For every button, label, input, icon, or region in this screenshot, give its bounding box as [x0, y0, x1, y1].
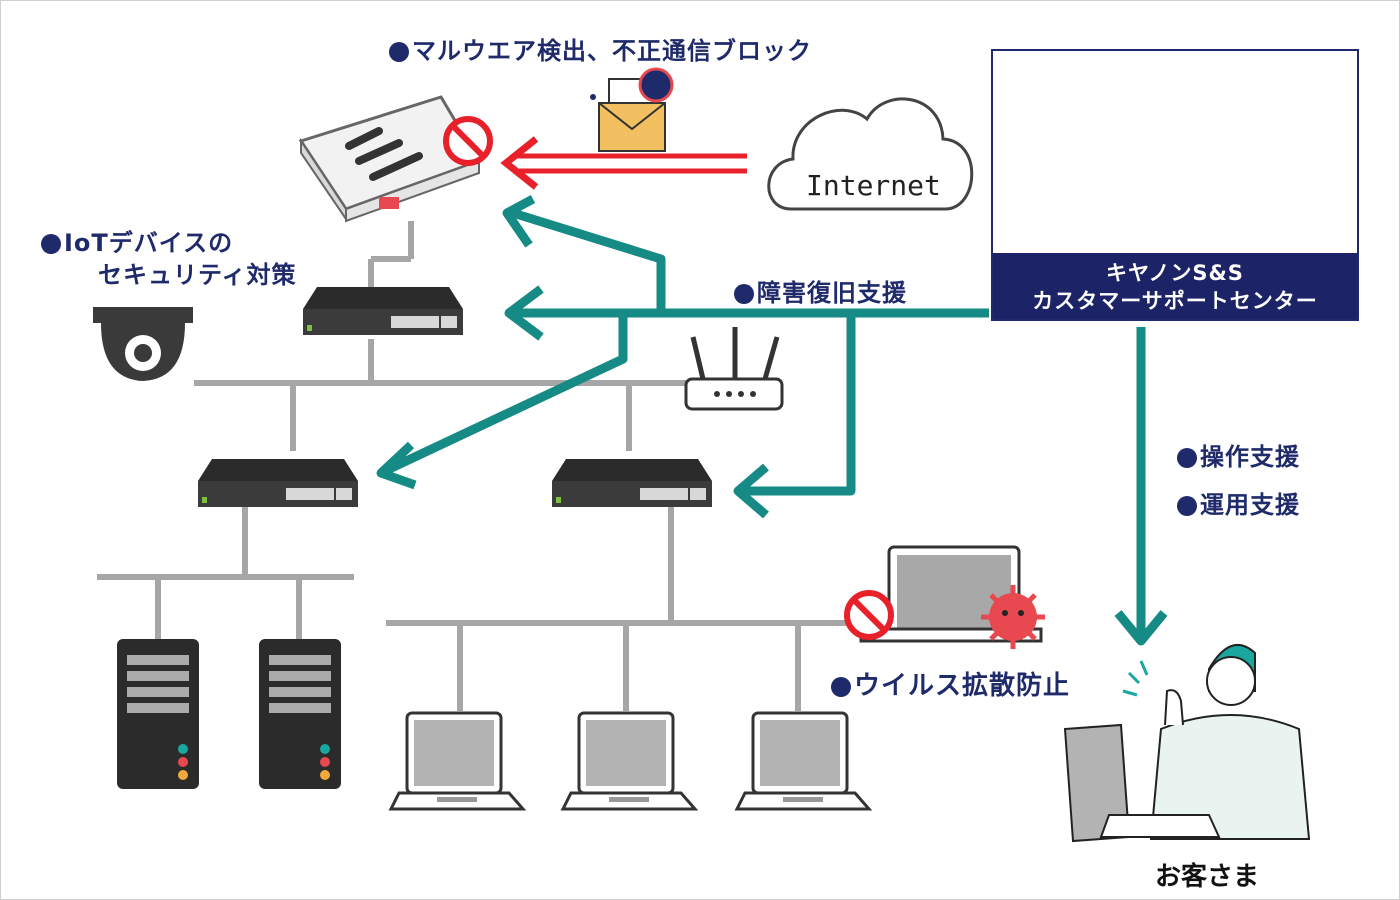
laptop-icon — [389, 711, 525, 811]
bullet-icon — [1177, 496, 1197, 516]
virus-icon — [981, 585, 1045, 649]
switch-icon — [552, 459, 712, 507]
router-icon — [684, 327, 784, 411]
iot-security-label: IoTデバイスの セキュリティ対策 — [41, 227, 297, 291]
laptop-icon — [735, 711, 871, 811]
malware-block-label: マルウエア検出、不正通信ブロック — [389, 31, 812, 66]
laptop-icon — [561, 711, 697, 811]
prohibit-icon — [446, 119, 490, 163]
customer-label: お客さま — [1155, 862, 1260, 892]
server-icon — [117, 639, 199, 789]
server-icon — [259, 639, 341, 789]
bullet-icon — [831, 677, 851, 697]
virus-prevention-label: ウイルス拡散防止 — [831, 665, 1070, 702]
internet-label: Internet — [806, 169, 941, 202]
cloud-icon — [767, 97, 974, 211]
support-center-banner: キヤノンS&S カスタマーサポートセンター — [993, 253, 1357, 319]
prohibit-icon — [847, 593, 891, 637]
bullet-icon — [41, 234, 61, 254]
bullet-icon — [734, 284, 754, 304]
switch-icon — [303, 287, 463, 335]
support-arrows — [376, 195, 1168, 646]
recovery-label: 障害復旧支援 — [734, 273, 907, 308]
support-center-name: キヤノンS&S — [1106, 261, 1244, 285]
email-malware-icon — [590, 67, 674, 152]
switch-icon — [198, 459, 358, 507]
support-center-box: キヤノンS&S カスタマーサポートセンター — [991, 49, 1359, 321]
block-arrow — [500, 136, 747, 190]
bullet-icon — [389, 42, 409, 62]
camera-icon — [93, 307, 193, 381]
support-center-subtitle: カスタマーサポートセンター — [1032, 289, 1318, 313]
operation-support-label: 操作支援 — [1177, 437, 1300, 472]
usage-support-label: 運用支援 — [1177, 485, 1300, 520]
customer-icon — [1063, 644, 1311, 843]
bullet-icon — [1177, 448, 1197, 468]
